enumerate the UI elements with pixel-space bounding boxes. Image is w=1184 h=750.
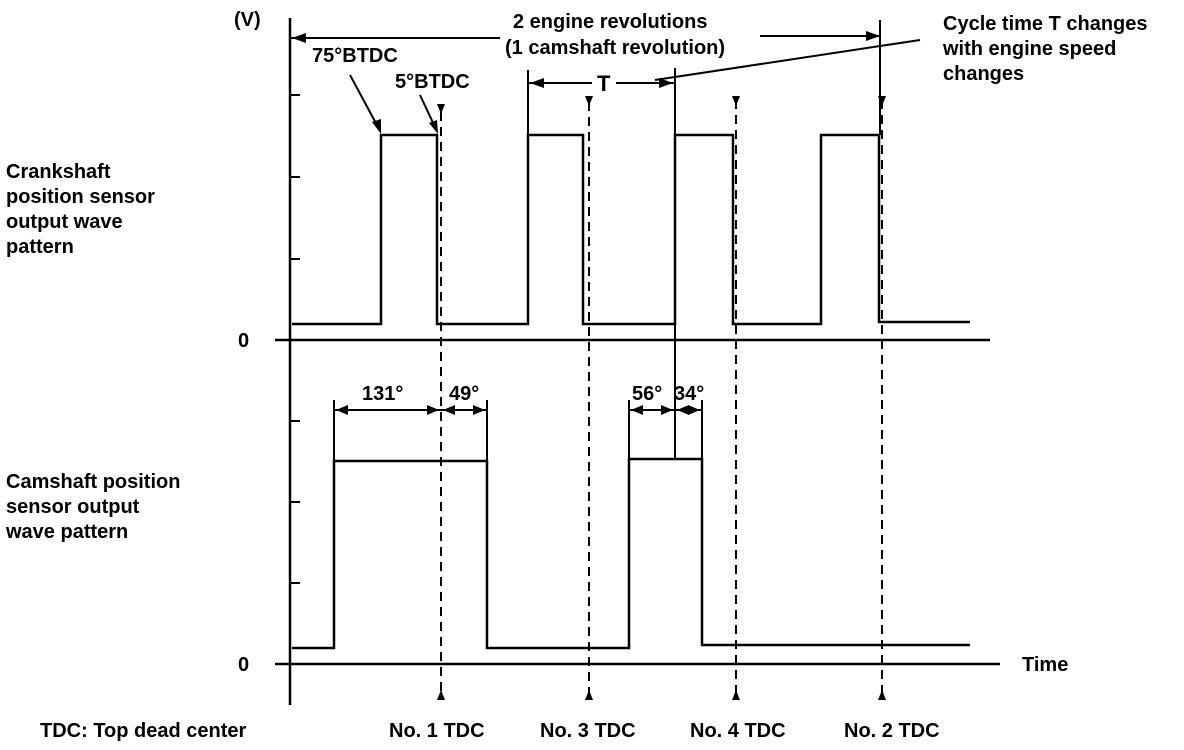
tdc-label-no4: No. 4 TDC <box>690 720 786 742</box>
tdc-top-arrows <box>437 96 886 114</box>
btdc-leaders <box>349 74 438 134</box>
svg-text:Cycle time T changes: Cycle time T changes <box>943 13 1148 35</box>
svg-text:changes: changes <box>943 63 1024 85</box>
svg-text:output wave: output wave <box>6 211 123 233</box>
svg-text:Crankshaft: Crankshaft <box>6 161 111 183</box>
cam-angle-131: 131° <box>362 383 403 405</box>
unit-label: (V) <box>234 9 261 31</box>
crankshaft-wave <box>292 133 970 326</box>
crank-zero-label: 0 <box>238 330 249 352</box>
cycle-time-dimension <box>527 39 921 459</box>
svg-text:2 engine revolutions: 2 engine revolutions <box>513 11 707 33</box>
cam-angle-49: 49° <box>449 383 479 405</box>
tdc-bottom-arrows <box>437 690 886 700</box>
cycle-time-T-label: T <box>597 71 611 96</box>
cam-angle-34: 34° <box>674 383 704 405</box>
tdc-label-no2: No. 2 TDC <box>844 720 940 742</box>
tdc-label-no3: No. 3 TDC <box>540 720 636 742</box>
cam-angle-dimensions <box>333 400 703 461</box>
cam-zero-label: 0 <box>238 654 249 676</box>
camshaft-wave <box>292 457 970 650</box>
btdc5-label: 5°BTDC <box>395 71 470 93</box>
tdc-definition: TDC: Top dead center <box>40 720 247 742</box>
tdc-dashed-lines <box>440 100 883 700</box>
svg-text:wave pattern: wave pattern <box>5 521 128 543</box>
tdc-label-no1: No. 1 TDC <box>389 720 485 742</box>
y-axis-ticks <box>290 94 300 584</box>
svg-text:(1 camshaft revolution): (1 camshaft revolution) <box>505 37 725 59</box>
two-revolution-dimension <box>290 20 881 135</box>
cam-label: Camshaft position sensor output wave pat… <box>5 471 180 543</box>
cycle-time-note: Cycle time T changes with engine speed c… <box>942 13 1148 85</box>
svg-text:with engine speed: with engine speed <box>942 38 1116 60</box>
svg-text:sensor output: sensor output <box>6 496 140 518</box>
crank-label: Crankshaft position sensor output wave p… <box>6 161 155 258</box>
btdc75-label: 75°BTDC <box>312 45 398 67</box>
cam-angle-56: 56° <box>632 383 662 405</box>
svg-text:position sensor: position sensor <box>6 186 155 208</box>
time-axis-label: Time <box>1022 654 1068 676</box>
svg-text:pattern: pattern <box>6 236 74 258</box>
two-revolution-label: 2 engine revolutions (1 camshaft revolut… <box>505 11 725 59</box>
svg-text:Camshaft position: Camshaft position <box>6 471 180 493</box>
